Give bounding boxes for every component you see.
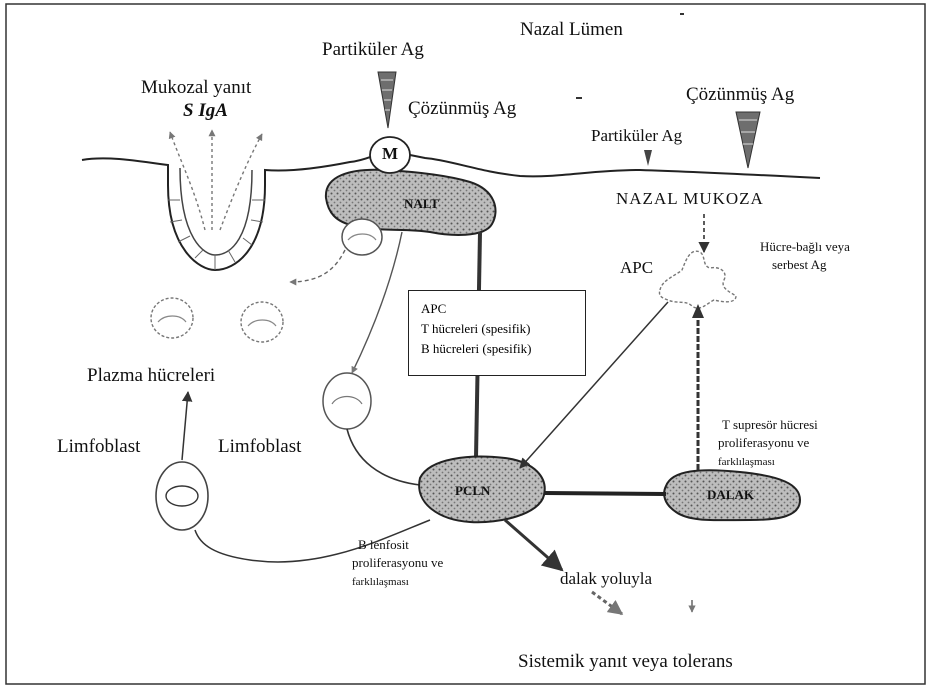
b-lenfosit-label-2: proliferasyonu ve [352, 556, 443, 570]
siga-label: S IgA [183, 101, 228, 122]
info-box-line-3: B hücreleri (spesifik) [421, 339, 585, 359]
nalt-label: NALT [404, 197, 439, 211]
b-lenfosit-label-3: farklılaşması [352, 576, 409, 588]
t-supresor-label-1: T supresör hücresi [722, 418, 818, 432]
pcln-label: PCLN [455, 484, 490, 498]
t-supresor-label-2: proliferasyonu ve [718, 436, 809, 450]
nalt-lymphocyte [342, 219, 382, 255]
hucre-bagli-label-2: serbest Ag [772, 258, 827, 272]
crypt-cells [168, 200, 265, 270]
t-supresor-label-3: farklılaşması [718, 456, 775, 468]
limfoblast-to-plasma-arrow [182, 392, 188, 460]
plazma-hucreleri-label: Plazma hücreleri [87, 366, 215, 387]
partikuler-ag-top-label: Partiküler Ag [322, 40, 424, 61]
apc-cell [659, 251, 736, 308]
limfoblast-left-cell [156, 462, 208, 530]
plasma-cells [151, 298, 283, 342]
info-box-line-1: APC [421, 299, 585, 319]
pcln-to-systemic-arrow [505, 520, 562, 570]
nazal-lumen-label: Nazal Lümen [520, 20, 623, 41]
pcln-dalak-connector [545, 493, 666, 494]
cozunmus-ag-right-label: Çözünmüş Ag [686, 85, 794, 106]
sistemik-label: Sistemik yanıt veya tolerans [518, 652, 733, 673]
limfoblast-mid-cell [323, 373, 371, 429]
limfoblast-left-label: Limfoblast [57, 437, 140, 458]
crypt-inner-line [180, 168, 252, 255]
hucre-bagli-label-1: Hücre-bağlı veya [760, 240, 850, 254]
m-cell-label: M [382, 145, 398, 164]
nazal-mukoza-label: NAZAL MUKOZA [616, 190, 764, 209]
info-box-line-2: T hücreleri (spesifik) [421, 319, 585, 339]
partikuler-ag-right-label: Partiküler Ag [591, 127, 682, 146]
info-box: APC T hücreleri (spesifik) B hücreleri (… [408, 290, 586, 376]
b-lenfosit-label-1: B lenfosit [358, 538, 409, 552]
cozunmus-ag-left-label: Çözünmüş Ag [408, 99, 516, 120]
dalak-label: DALAK [707, 488, 754, 502]
nalt-to-mucosa-arrow [290, 250, 345, 282]
mukozal-yanit-label: Mukozal yanıt [141, 78, 251, 99]
systemic-dashed-arrow [592, 592, 622, 614]
particulate-ag-arrow-right [644, 150, 652, 166]
limfoblast-mid-label: Limfoblast [218, 437, 301, 458]
limfoblast-to-pcln-line [347, 429, 420, 485]
apc-label: APC [620, 259, 653, 278]
dalak-yoluyla-label: dalak yoluyla [560, 570, 652, 589]
